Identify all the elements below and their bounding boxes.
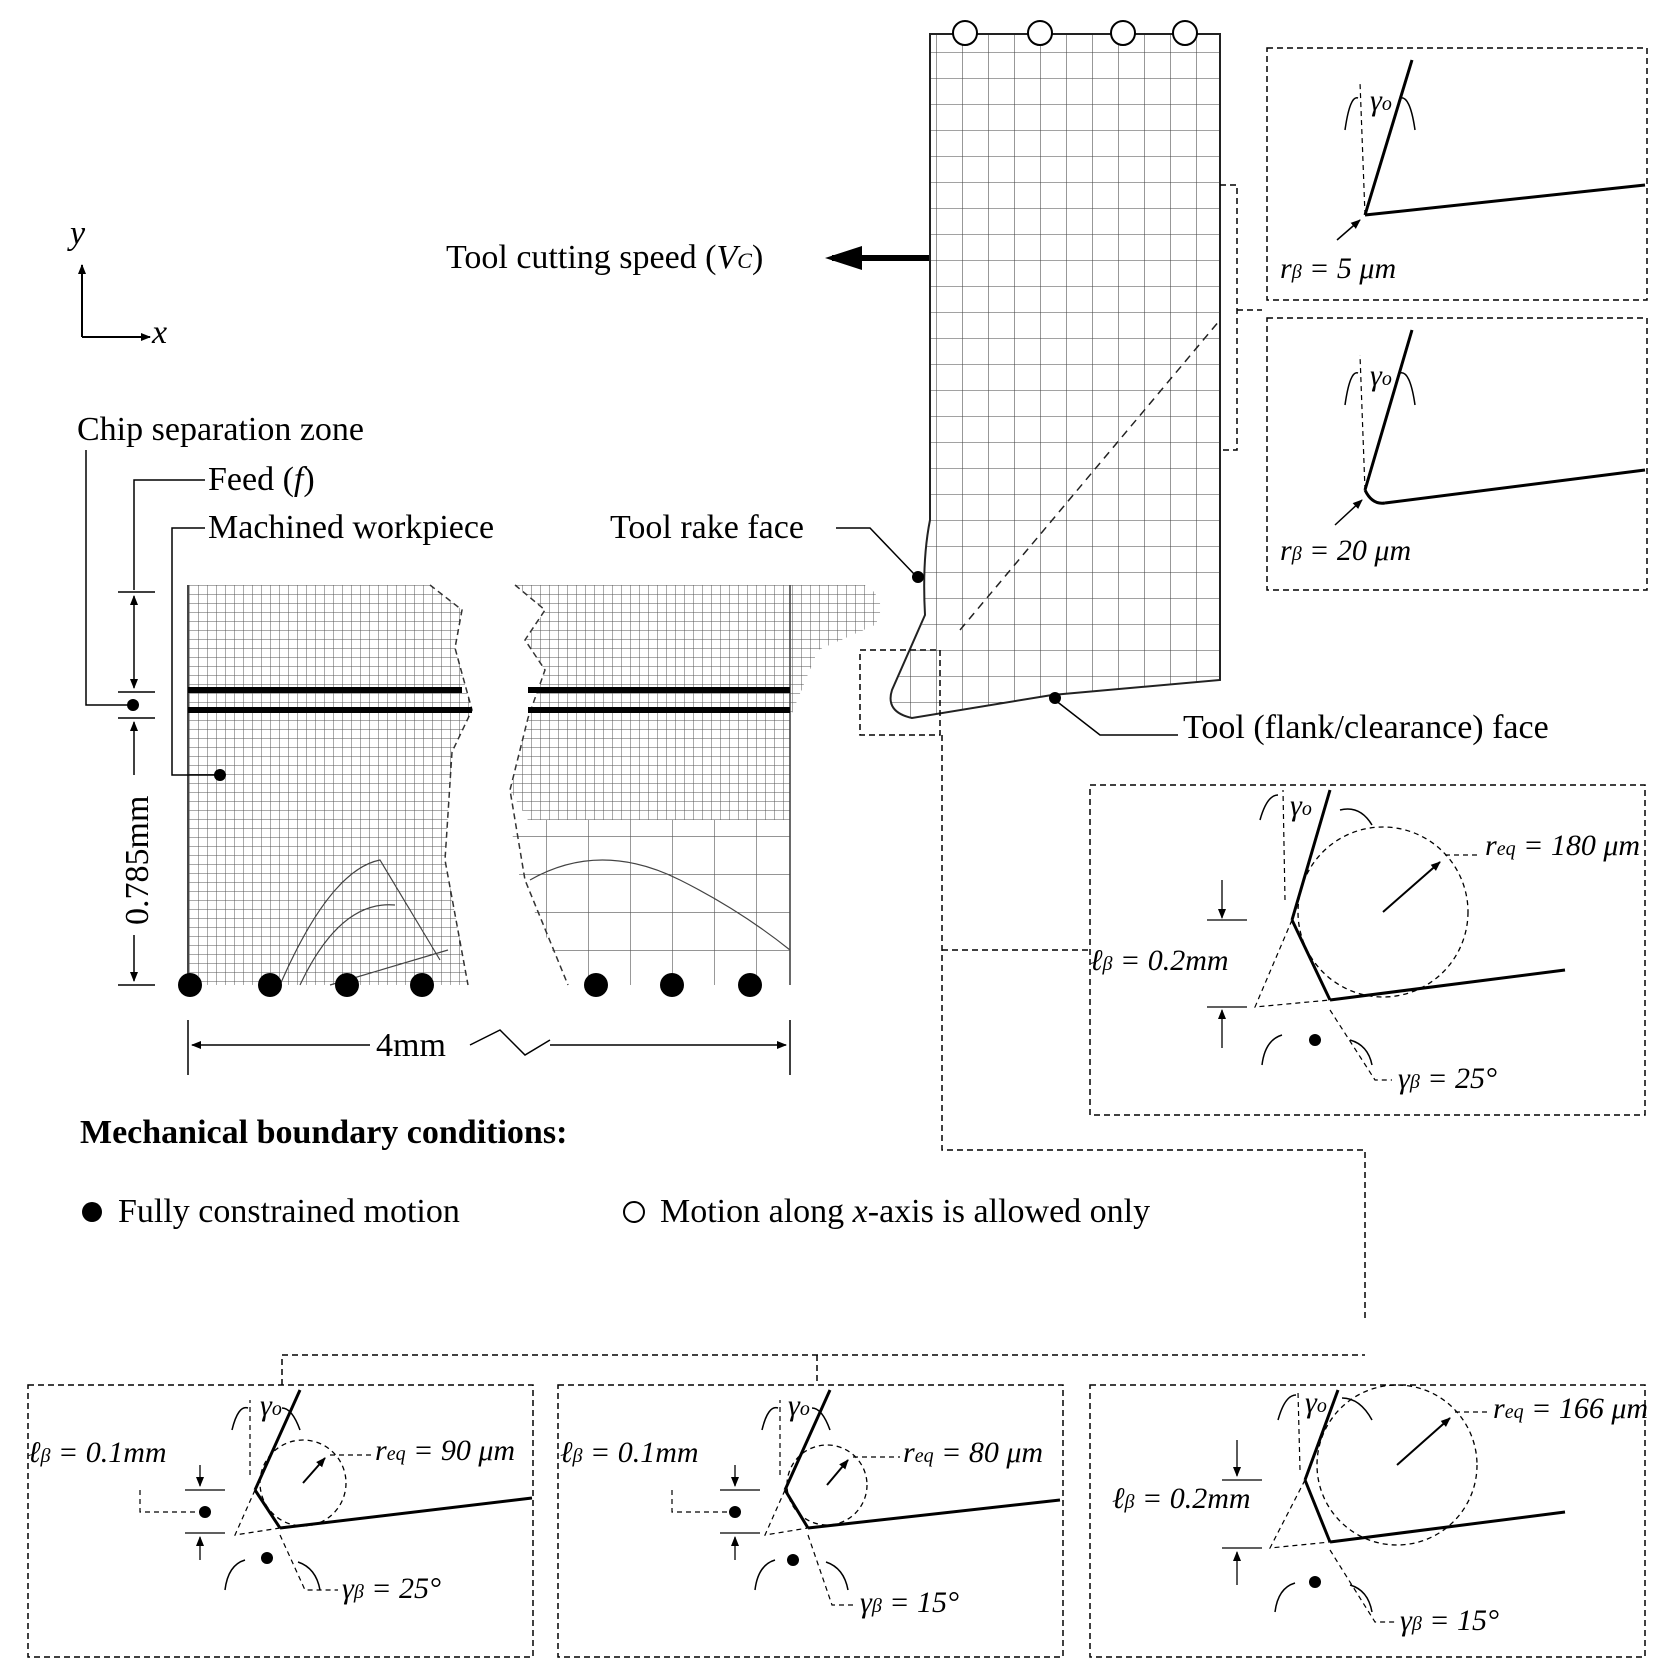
legend-filled: Fully constrained motion — [118, 1193, 460, 1230]
svg-text:ℓβ = 0.2mm: ℓβ = 0.2mm — [1112, 1482, 1251, 1515]
left-annotations: Chip separation zone Feed (f) Machined w… — [77, 411, 791, 1075]
svg-text:Tool cutting speed (VC): Tool cutting speed (VC) — [446, 239, 763, 276]
legend-hollow: Motion along x-axis is allowed only — [660, 1193, 1150, 1230]
inset-edge-radius-5: γo rβ = 5 μm — [1266, 47, 1648, 301]
velocity-arrowhead — [825, 246, 862, 270]
inset-chamfer-01-80: req = 80 μm γo ℓβ = 0.1mm γβ = 15° — [557, 1384, 1064, 1658]
length-label: 4mm — [376, 1027, 446, 1064]
workpiece-left — [187, 584, 473, 986]
tool-flank-face-label: Tool (flank/clearance) face — [1183, 709, 1549, 746]
svg-text:req = 180 μm: req = 180 μm — [1485, 829, 1640, 862]
svg-text:γo: γo — [788, 1389, 810, 1422]
inset-chamfer-02-180: γo req = 180 μm r ℓβ = 0.2mm γβ = 25° — [1089, 784, 1646, 1116]
machined-workpiece-label: Machined workpiece — [208, 509, 494, 546]
svg-text:rβ = 5 μm: rβ = 5 μm — [1280, 252, 1396, 285]
legend-title: Mechanical boundary conditions: — [80, 1114, 567, 1151]
svg-text:γo: γo — [1290, 789, 1312, 822]
svg-text:γo: γo — [1370, 84, 1392, 117]
fixed-nodes — [178, 973, 762, 997]
svg-text:ℓβ = 0.1mm: ℓβ = 0.1mm — [560, 1436, 699, 1469]
svg-text:ℓβ = 0.1mm: ℓβ = 0.1mm — [28, 1436, 167, 1469]
workpiece-right — [509, 584, 881, 986]
coordinate-axes: y x — [67, 215, 167, 351]
boundary-conditions-legend: Mechanical boundary conditions: Fully co… — [80, 1114, 1150, 1230]
inset-chamfer-01-90: req = 90 μm γo ℓβ = 0.1mm γβ = 25° — [27, 1384, 534, 1658]
svg-text:ℓβ = 0.2mm: ℓβ = 0.2mm — [1090, 944, 1229, 977]
filled-node-icon — [82, 1202, 102, 1222]
tool-rake-face-label: Tool rake face — [610, 509, 804, 546]
svg-text:γβ = 25°: γβ = 25° — [342, 1572, 441, 1605]
x-axis-label: x — [151, 314, 167, 351]
hollow-node-icon — [623, 1201, 645, 1223]
feed-label: Feed (f) — [208, 461, 315, 498]
tool-annotations: Tool rake face Tool (flank/clearance) fa… — [281, 184, 1549, 1385]
svg-text:req = 166 μm: req = 166 μm — [1493, 1392, 1648, 1425]
svg-text:γβ = 15°: γβ = 15° — [1400, 1604, 1499, 1637]
svg-text:γo: γo — [1370, 359, 1392, 392]
tool-cutting-speed-label: Tool cutting speed (VC) — [446, 239, 958, 276]
thickness-label: 0.785mm — [119, 796, 156, 925]
svg-text:γo: γo — [1305, 1386, 1327, 1419]
tool-mesh — [889, 20, 1221, 720]
inset-chamfer-02-166: req = 166 μm γo ℓβ = 0.2mm γβ = 15° — [1089, 1384, 1648, 1658]
svg-text:req = 80 μm: req = 80 μm — [903, 1436, 1043, 1469]
chip-separation-zone-label: Chip separation zone — [77, 411, 364, 448]
svg-text:γo: γo — [260, 1389, 282, 1422]
svg-text:req = 90 μm: req = 90 μm — [375, 1434, 515, 1467]
inset-edge-radius-20: γo rβ = 20 μm — [1266, 317, 1648, 591]
svg-text:γβ = 15°: γβ = 15° — [860, 1586, 959, 1619]
svg-text:γβ = 25°: γβ = 25° — [1398, 1062, 1497, 1095]
svg-text:rβ = 20 μm: rβ = 20 μm — [1280, 534, 1411, 567]
y-axis-label: y — [67, 215, 86, 252]
